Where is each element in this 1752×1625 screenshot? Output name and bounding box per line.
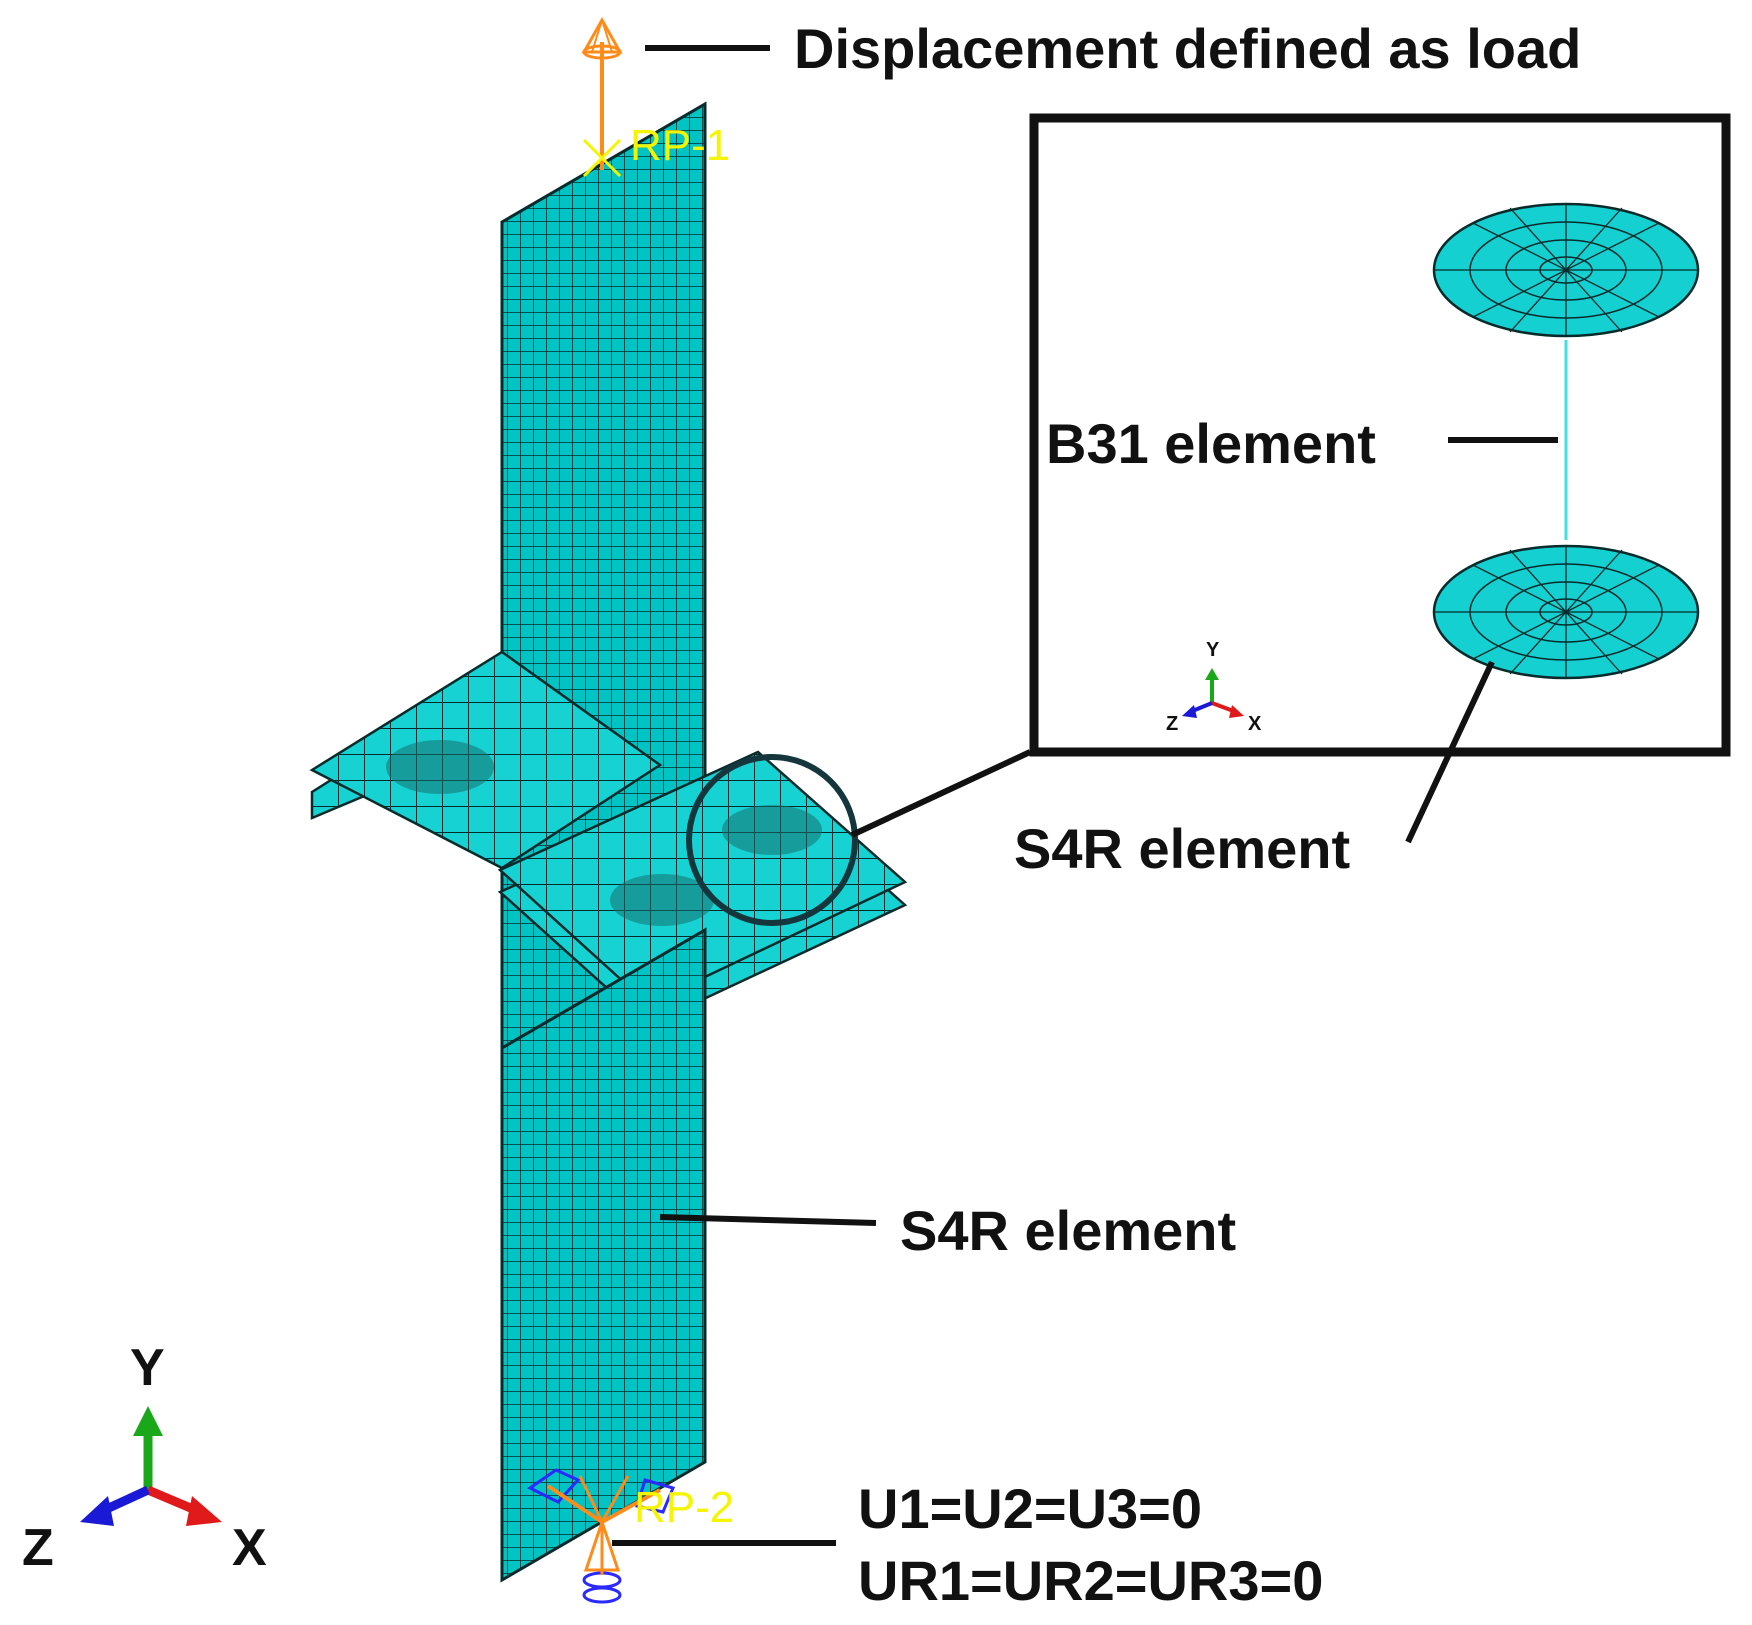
reference-point-2-label: RP-2: [634, 1483, 734, 1532]
inset-axis-y-label: Y: [1206, 639, 1220, 661]
bolt-hole-mesh-center: [610, 874, 714, 926]
zoom-connector-line: [850, 749, 1032, 838]
label-s4r-plate: S4R element: [900, 1199, 1236, 1262]
reference-point-1-label: RP-1: [630, 121, 730, 170]
label-boundary-u: U1=U2=U3=0: [858, 1477, 1202, 1540]
flange-plate-right: [497, 750, 908, 1027]
label-displacement-load: Displacement defined as load: [794, 17, 1581, 80]
main-axis-z-label: Z: [22, 1519, 54, 1577]
web-plate-lower: [500, 927, 707, 1583]
inset-axis-z-label: Z: [1166, 713, 1178, 735]
main-axis-y-label: Y: [130, 1339, 165, 1397]
fixed-boundary-condition: [527, 1468, 676, 1604]
inset-axis-x-label: X: [1248, 713, 1262, 735]
inset-axis-triad: [1182, 668, 1244, 718]
main-axis-x-label: X: [232, 1519, 267, 1577]
s4r-disc-upper: [1432, 202, 1700, 338]
label-boundary-ur: UR1=UR2=UR3=0: [858, 1549, 1323, 1612]
bolt-hole-mesh-right: [722, 805, 822, 855]
reference-point-1-marker: [582, 138, 622, 178]
zoom-circle: [686, 754, 858, 926]
inset-bolt-model: [1432, 202, 1700, 680]
leader-s4r-plate: [659, 1214, 877, 1226]
bolt-hole-mesh-left: [386, 740, 494, 794]
main-axis-triad: [80, 1406, 222, 1526]
s4r-disc-lower: [1432, 544, 1700, 680]
label-s4r-inset: S4R element: [1014, 817, 1350, 880]
label-b31: B31 element: [1046, 412, 1376, 475]
flange-plate-left: [309, 650, 663, 870]
leader-s4r-inset: [1405, 660, 1495, 844]
displacement-load-arrow: [581, 16, 623, 170]
